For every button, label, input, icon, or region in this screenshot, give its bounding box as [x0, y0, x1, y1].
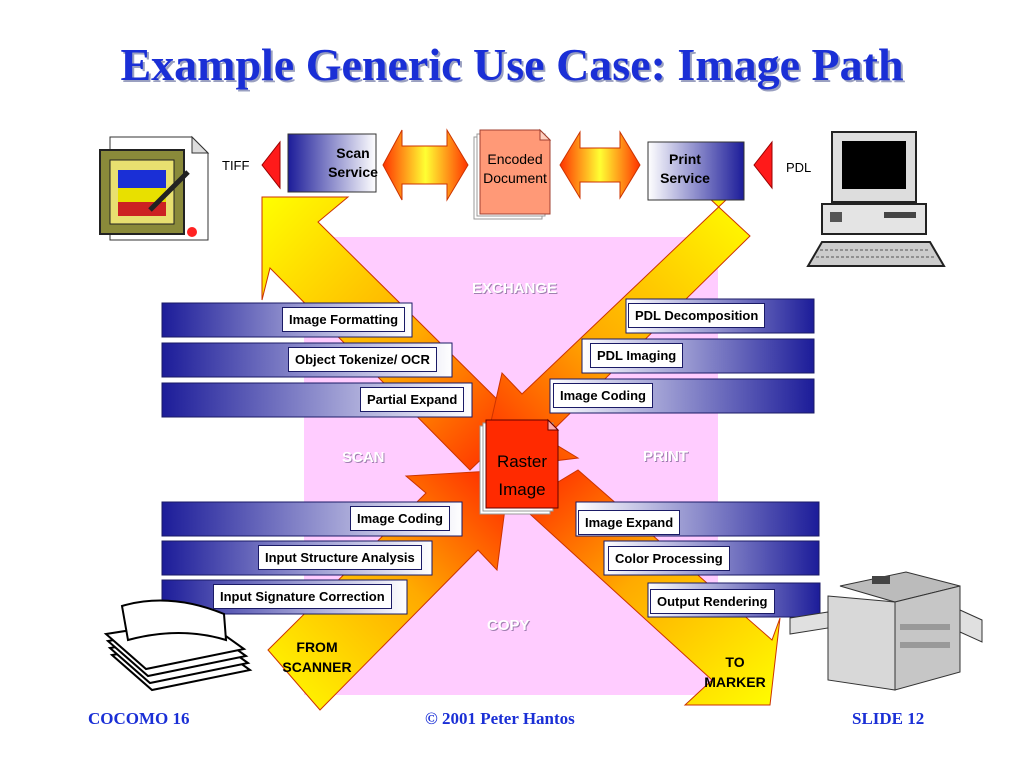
scan-service-box [287, 133, 377, 193]
raster-image-label: Raster Image [496, 452, 548, 499]
step-partial-expand: Partial Expand [360, 387, 465, 412]
double-arrow-right [559, 130, 641, 200]
copier-icon [789, 571, 983, 691]
encoded-document-icon [473, 128, 552, 220]
zone-exchange-label: EXCHANGE [472, 280, 558, 297]
slide-title: Example Generic Use Case: Image Path [120, 39, 904, 90]
footer-slide-number: SLIDE 12 [852, 709, 925, 728]
step-image-formatting: Image Formatting [282, 307, 406, 332]
scan-service-label: Scan Service [328, 145, 378, 180]
step-color-processing: Color Processing [608, 546, 730, 571]
to-marker-label: TO MARKER [704, 654, 766, 690]
step-input-signature-correction: Input Signature Correction [213, 584, 392, 609]
zone-copy-label: COPY [487, 617, 530, 634]
tiff-label: TIFF [222, 158, 250, 173]
print-service-box [647, 141, 745, 201]
computer-icon [806, 131, 946, 267]
double-arrow-left [382, 128, 469, 202]
from-scanner-label: FROM SCANNER [282, 639, 352, 675]
paper-stack-icon [103, 599, 253, 692]
step-output-rendering: Output Rendering [650, 589, 775, 614]
encoded-document-label: Encoded Document [483, 151, 547, 186]
tiff-arrowhead [261, 140, 281, 190]
footer-copyright: © 2001 Peter Hantos [425, 709, 575, 728]
print-service-label: Print Service [660, 151, 710, 186]
zone-scan-label: SCAN [342, 449, 385, 466]
step-image-coding-scanner: Image Coding [350, 506, 450, 531]
step-input-structure-analysis: Input Structure Analysis [258, 545, 422, 570]
pdl-arrowhead [753, 140, 773, 190]
footer-left: COCOMO 16 [88, 709, 190, 728]
raster-image-icon [479, 418, 560, 515]
step-image-coding-pdl: Image Coding [553, 383, 653, 408]
tiff-file-icon [99, 135, 210, 241]
zone-print-label: PRINT [643, 448, 688, 465]
step-image-expand: Image Expand [578, 510, 681, 535]
pdl-label: PDL [786, 160, 812, 175]
step-pdl-imaging: PDL Imaging [590, 343, 684, 368]
step-object-tokenize: Object Tokenize/ OCR [288, 347, 437, 372]
step-pdl-decomposition: PDL Decomposition [628, 303, 766, 328]
